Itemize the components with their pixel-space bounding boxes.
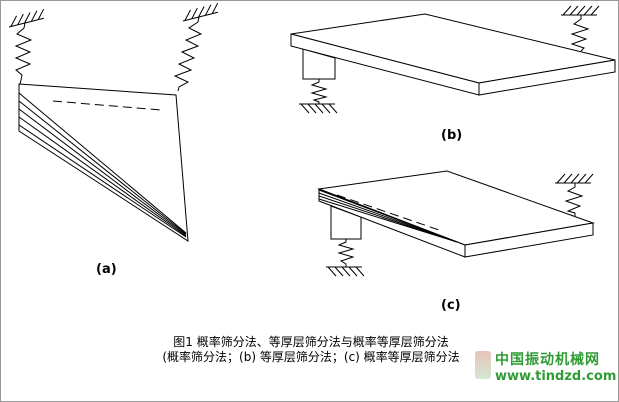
diagram-a [6, 2, 221, 242]
spring-icon [570, 15, 590, 52]
figure-caption: 图1 概率筛分法、等厚层筛分法与概率等厚层筛分法 (概率筛分法；(b) 等厚层筛… [111, 335, 511, 365]
deck-layer-lines-c [318, 189, 458, 243]
caption-subtitle: (概率筛分法；(b) 等厚层筛分法；(c) 概率等厚层筛分法 [162, 350, 460, 364]
screen-deck-b-end [478, 59, 616, 96]
diagram-c [317, 170, 595, 277]
watermark-site-name: 中国振动机械网 [495, 352, 600, 368]
watermark-site-url: www.tindzd.com [495, 369, 617, 384]
ground-hatch-icon [298, 103, 338, 114]
spring-icon [337, 239, 355, 267]
caption-title: 图1 概率筛分法、等厚层筛分法与概率等厚层筛分法 [173, 335, 449, 349]
deck-layer-lines-a [18, 92, 187, 238]
diagram-b [290, 5, 616, 114]
ceiling-hatch-icon [560, 5, 600, 16]
watermark-text: 中国振动机械网 www.tindzd.com [495, 349, 616, 384]
screen-deck-c-end [464, 222, 594, 258]
material-flow-dashed-line-c [336, 194, 440, 231]
watermark-logo-icon [475, 351, 491, 379]
site-watermark: 中国振动机械网 www.tindzd.com [475, 349, 616, 384]
spring-icon [310, 79, 328, 104]
spring-icon [564, 183, 584, 216]
ceiling-hatch-icon [6, 8, 47, 28]
ground-hatch-icon [325, 266, 365, 277]
figure-label-a: (a) [96, 262, 117, 277]
ceiling-hatch-icon [554, 173, 594, 184]
material-flow-dashed-line-a [52, 100, 162, 111]
spring-icon [14, 22, 33, 85]
figure-label-b: (b) [441, 128, 463, 143]
spring-icon [173, 16, 203, 92]
ceiling-hatch-icon [180, 2, 221, 22]
figure-label-c: (c) [441, 298, 461, 313]
